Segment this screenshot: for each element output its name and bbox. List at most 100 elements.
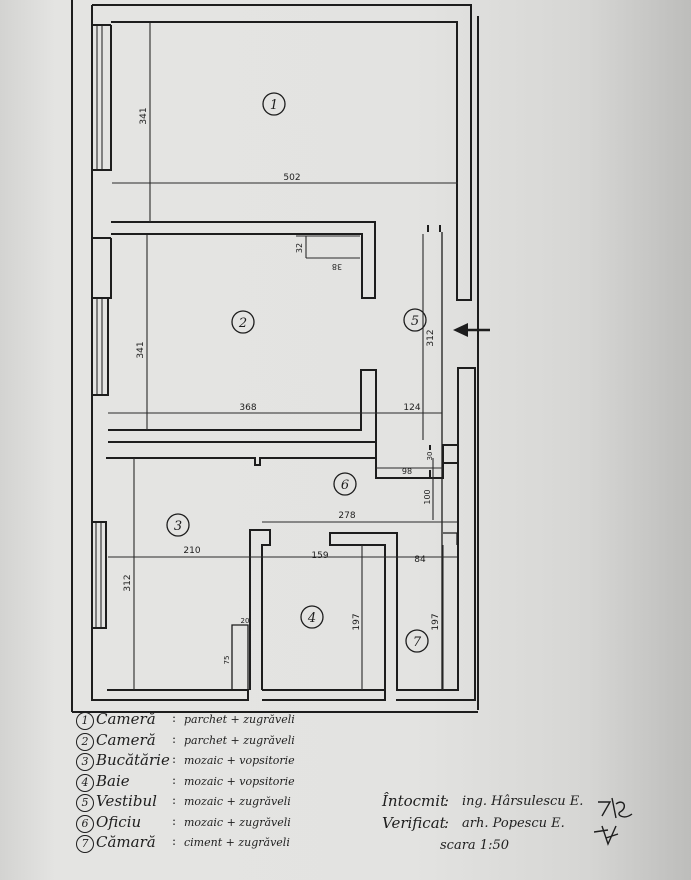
dim-label-197b: 197 [431, 613, 441, 630]
window-1-glass [96, 25, 103, 170]
dim-label-38: 38 [332, 262, 342, 271]
room-7-label: 7 [413, 635, 422, 650]
legend-number: 5 [76, 794, 94, 812]
legend-room-name: Cameră [96, 710, 156, 728]
legend-finish: mozaic + vopsitorie [184, 754, 295, 767]
legend-number: 6 [76, 814, 94, 833]
room-4-circle [300, 605, 324, 629]
legend-row: 5 Vestibul : mozaic + zugrăveli [60, 792, 390, 813]
legend-number: 7 [76, 835, 94, 853]
legend-separator: : [172, 752, 177, 766]
room-2-label: 2 [238, 316, 247, 331]
dim-label-210: 210 [183, 546, 200, 556]
verificat-colon: : [444, 814, 450, 832]
room-3-circle [166, 513, 190, 537]
window-3 [92, 521, 107, 629]
legend-room-name: Oficiu [96, 812, 142, 831]
intocmit-value: ing. Hârsulescu E. [462, 794, 584, 809]
dim-label-312b: 312 [123, 574, 133, 591]
dim-label-32: 32 [295, 243, 304, 253]
room-1-circle [262, 92, 286, 116]
scale-label: scara 1:50 [440, 838, 509, 853]
legend: 1 Cameră : parchet + zugrăveli 2 Cameră … [60, 710, 390, 854]
legend-separator: : [172, 793, 177, 807]
room-4-label: 4 [307, 611, 316, 626]
legend-row: 7 Cămară : ciment + zugrăveli [60, 833, 390, 854]
legend-room-name: Cameră [96, 730, 156, 749]
legend-number: 1 [76, 712, 94, 730]
legend-separator: : [172, 711, 177, 725]
legend-number: 4 [76, 773, 94, 792]
signature-block: Întocmit : ing. Hârsulescu E. Verificat … [382, 792, 672, 858]
legend-room-name: Bucătărie [96, 751, 170, 769]
legend-number: 2 [76, 732, 94, 751]
dim-label-124: 124 [403, 403, 420, 413]
legend-row: 4 Baie : mozaic + vopsitorie [60, 772, 390, 793]
legend-separator: : [172, 834, 177, 848]
dim-label-75: 75 [223, 656, 231, 665]
wall-3-4 [249, 529, 271, 690]
legend-finish: mozaic + zugrăveli [184, 795, 291, 808]
legend-finish: mozaic + vopsitorie [184, 774, 295, 788]
legend-finish: mozaic + zugrăveli [184, 815, 291, 829]
legend-row: 1 Cameră : parchet + zugrăveli [60, 710, 390, 731]
room-5-label: 5 [411, 314, 419, 329]
legend-separator: : [172, 772, 177, 787]
legend-finish: ciment + zugrăveli [184, 836, 290, 849]
legend-room-name: Baie [96, 771, 130, 790]
dim-label-341b: 341 [136, 341, 146, 358]
verificat-value: arh. Popescu E. [462, 816, 565, 831]
outer-wall-left [91, 5, 249, 701]
room-2-circle [231, 310, 255, 334]
room-1-label: 1 [270, 98, 278, 113]
wall-4-7 [329, 532, 398, 690]
dim-label-197a: 197 [352, 613, 362, 630]
signature-mark-icon [594, 797, 633, 846]
verificat-row: Verificat : arh. Popescu E. [382, 814, 672, 836]
door-top-jamb [427, 225, 441, 232]
legend-number: 3 [76, 753, 94, 771]
entrance-arrow-icon [453, 323, 490, 337]
intocmit-row: Întocmit : ing. Hârsulescu E. [382, 792, 672, 814]
intocmit-label: Întocmit [382, 792, 447, 810]
room-6-label: 6 [341, 478, 349, 493]
dim-label-98: 98 [402, 467, 412, 476]
legend-finish: parchet + zugrăveli [184, 713, 295, 726]
dim-label-278: 278 [338, 511, 355, 521]
legend-row: 6 Oficiu : mozaic + zugrăveli [60, 813, 390, 834]
outer-wall-right-lower [396, 367, 476, 701]
wall-2-3 [108, 369, 377, 443]
legend-row: 2 Cameră : parchet + zugrăveli [60, 731, 390, 752]
legend-room-name: Vestibul [96, 792, 157, 810]
window-2 [92, 297, 109, 396]
dim-label-20: 20 [241, 617, 250, 625]
legend-separator: : [172, 813, 177, 828]
door-opening [442, 232, 459, 464]
room-3-label: 3 [174, 519, 182, 534]
outer-wall-top [92, 4, 472, 301]
legend-separator: : [172, 731, 177, 746]
room-5-circle [403, 308, 427, 332]
dim-label-30: 30 [426, 452, 434, 461]
wall-2-left [92, 237, 112, 299]
outer-wall-bottom-bath [262, 689, 386, 701]
legend-room-name: Cămară [96, 833, 156, 851]
room-6-circle [333, 472, 357, 496]
dim-label-341a: 341 [139, 107, 149, 124]
dim-label-312a: 312 [426, 329, 436, 346]
room-7-circle [405, 629, 429, 653]
scale-row: scara 1:50 [382, 836, 672, 858]
wall-1-2 [111, 221, 376, 299]
verificat-label: Verificat [382, 814, 446, 832]
intocmit-colon: : [444, 792, 450, 810]
window-2-glass [96, 298, 103, 395]
window-3-glass [95, 522, 102, 628]
dim-label-100: 100 [423, 489, 432, 504]
dim-label-159: 159 [311, 551, 328, 561]
dim-label-84: 84 [414, 555, 426, 565]
kitchen-step [231, 624, 249, 690]
wall-3-top [106, 442, 377, 466]
dim-label-368: 368 [239, 403, 256, 413]
